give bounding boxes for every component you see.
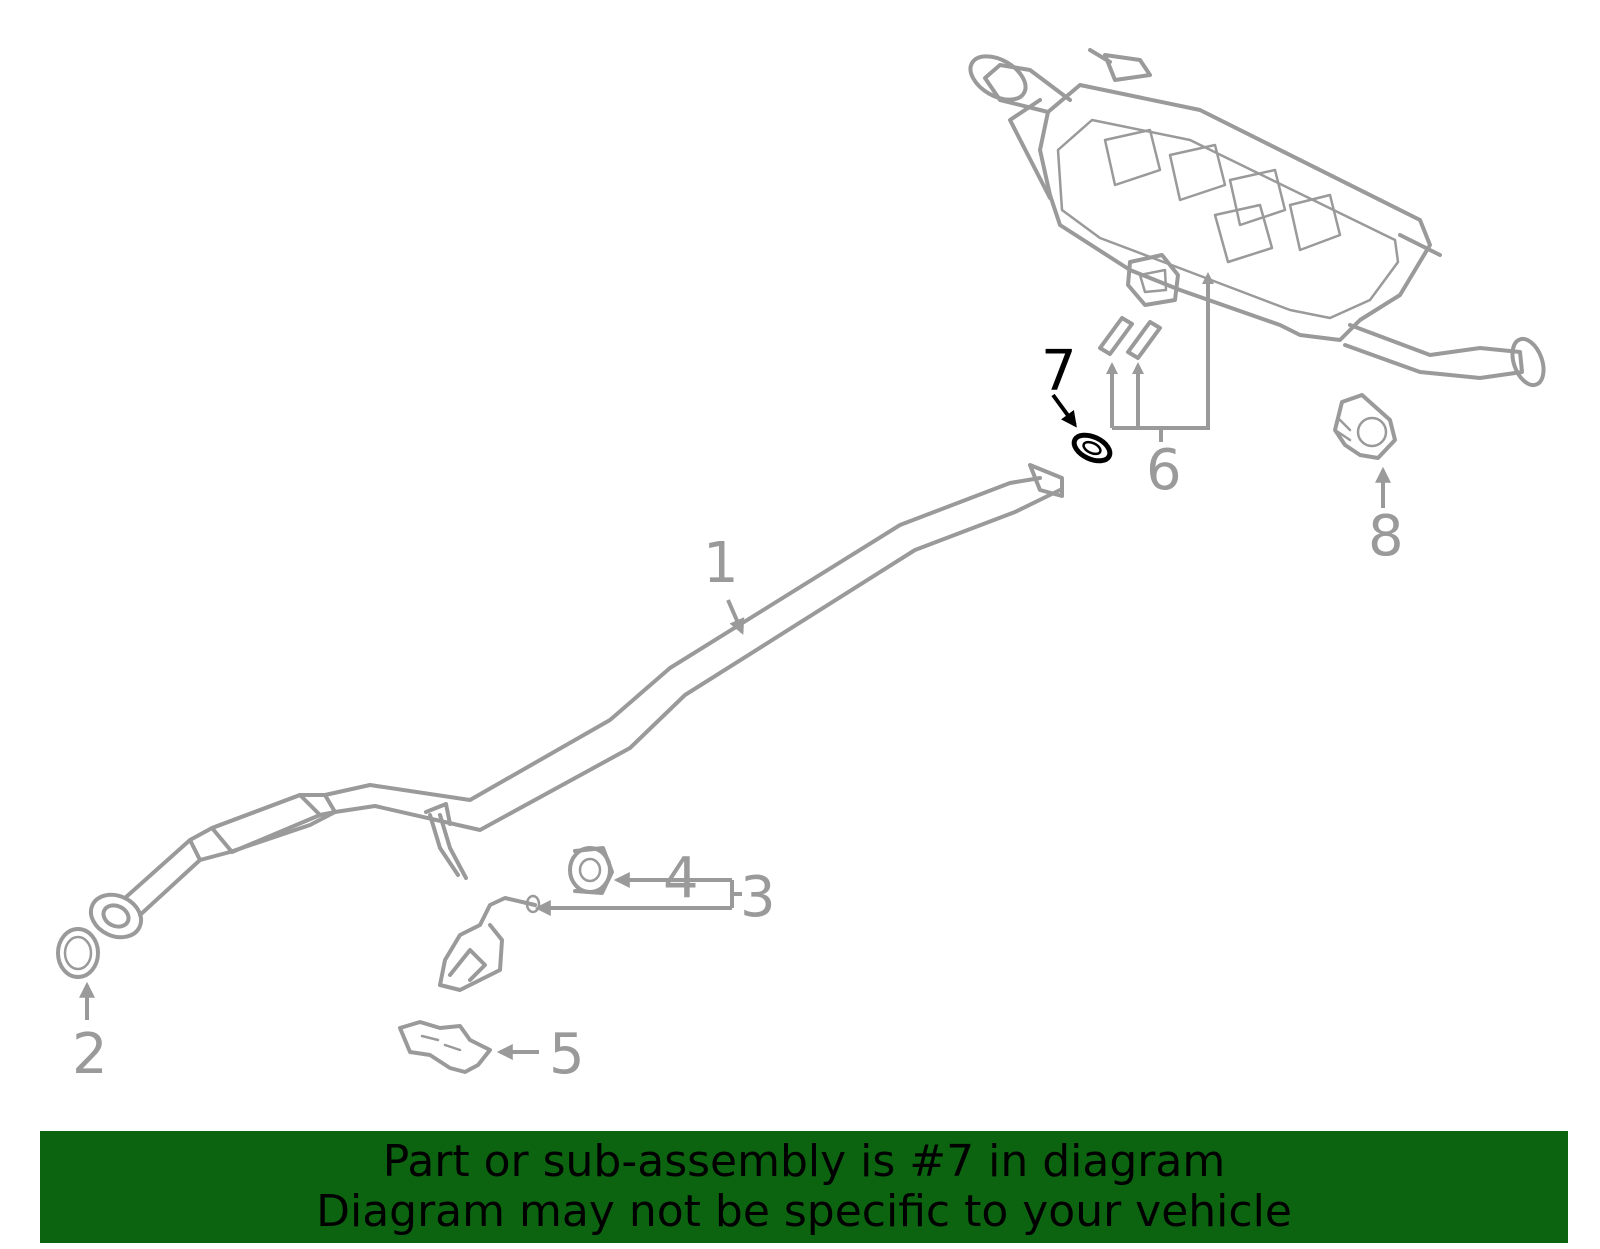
callout-2: 2 [72, 1022, 108, 1087]
hanger-bracket [438, 894, 541, 992]
callout-1: 1 [703, 531, 739, 596]
studs [1098, 316, 1162, 360]
callout-6: 6 [1146, 438, 1182, 503]
banner-line-part-number: Part or sub-assembly is #7 in diagram [382, 1136, 1226, 1187]
callout-5: 5 [549, 1022, 585, 1087]
callout-3: 3 [740, 865, 776, 930]
front-gasket [56, 927, 100, 979]
rear-muffler-assembly [968, 48, 1546, 388]
callout-8: 8 [1368, 504, 1404, 569]
heat-shield [398, 1020, 492, 1074]
gasket-part-7 [1071, 432, 1113, 464]
front-exhaust-pipe [88, 463, 1064, 940]
banner-line-disclaimer: Diagram may not be specific to your vehi… [316, 1186, 1292, 1237]
callout-7: 7 [1041, 339, 1077, 404]
info-banner: Part or sub-assembly is #7 in diagram Di… [40, 1131, 1568, 1243]
hanger-insulator [568, 846, 614, 895]
rubber-hanger [1333, 393, 1397, 460]
callout-4: 4 [663, 846, 699, 911]
leader-lines [79, 272, 1391, 1060]
